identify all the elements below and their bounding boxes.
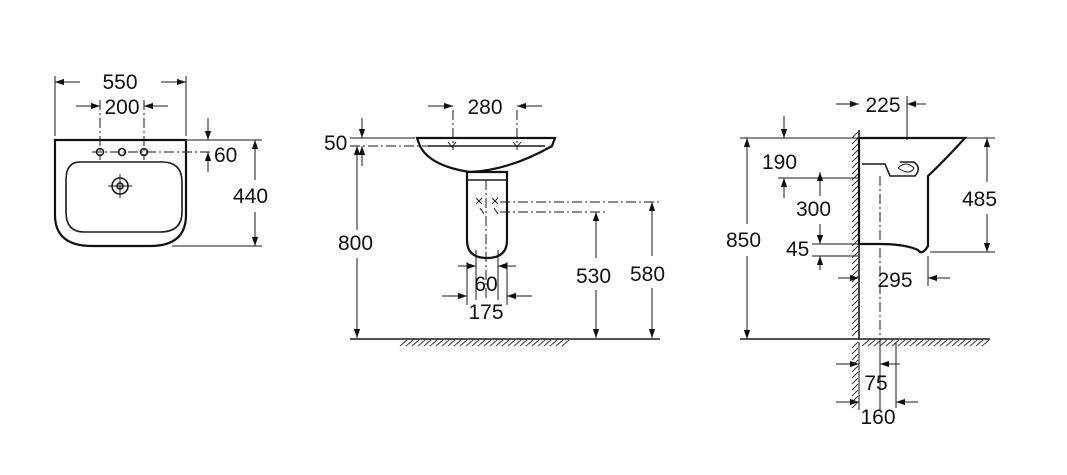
- dim-tap-spacing: 200: [104, 96, 139, 119]
- dim-rim-height: 800: [338, 232, 373, 255]
- dim-top-width: 280: [467, 96, 502, 119]
- dim-front-height: 485: [962, 188, 997, 211]
- top-view: 550 200 60 440: [53, 71, 268, 248]
- floor-hatch-side: [861, 339, 990, 347]
- dim-base-offset: 45: [786, 238, 809, 261]
- side-view: 225 190 300 45 485 850 295: [726, 94, 997, 429]
- dim-bowl-depth: 300: [796, 198, 831, 221]
- front-view: 280 50 800 60 175 530 580: [324, 96, 665, 347]
- basin-bowl: [65, 161, 183, 233]
- wall-hatch: [851, 131, 859, 409]
- dim-projection-bottom: 295: [877, 269, 912, 292]
- dim-tap-offset: 60: [214, 144, 237, 167]
- dim-drain-depth: 190: [762, 151, 797, 174]
- dim-wall-offset: 160: [860, 406, 895, 429]
- dim-width: 550: [102, 71, 137, 94]
- side-basin: [857, 136, 968, 254]
- dim-projection-top: 225: [865, 94, 900, 117]
- front-basin: [415, 136, 557, 174]
- dim-wall-offset-small: 75: [864, 372, 887, 395]
- front-pedestal: [465, 170, 509, 260]
- dim-depth: 440: [233, 185, 268, 208]
- dim-pedestal-small: 60: [474, 273, 497, 296]
- dim-inlet-height: 530: [576, 265, 611, 288]
- dim-rim-thickness: 50: [324, 132, 347, 155]
- dim-outlet-height: 580: [630, 263, 665, 286]
- dim-rim-height-side: 850: [726, 229, 761, 252]
- dim-pedestal: 175: [468, 301, 503, 324]
- floor-hatch: [399, 339, 570, 347]
